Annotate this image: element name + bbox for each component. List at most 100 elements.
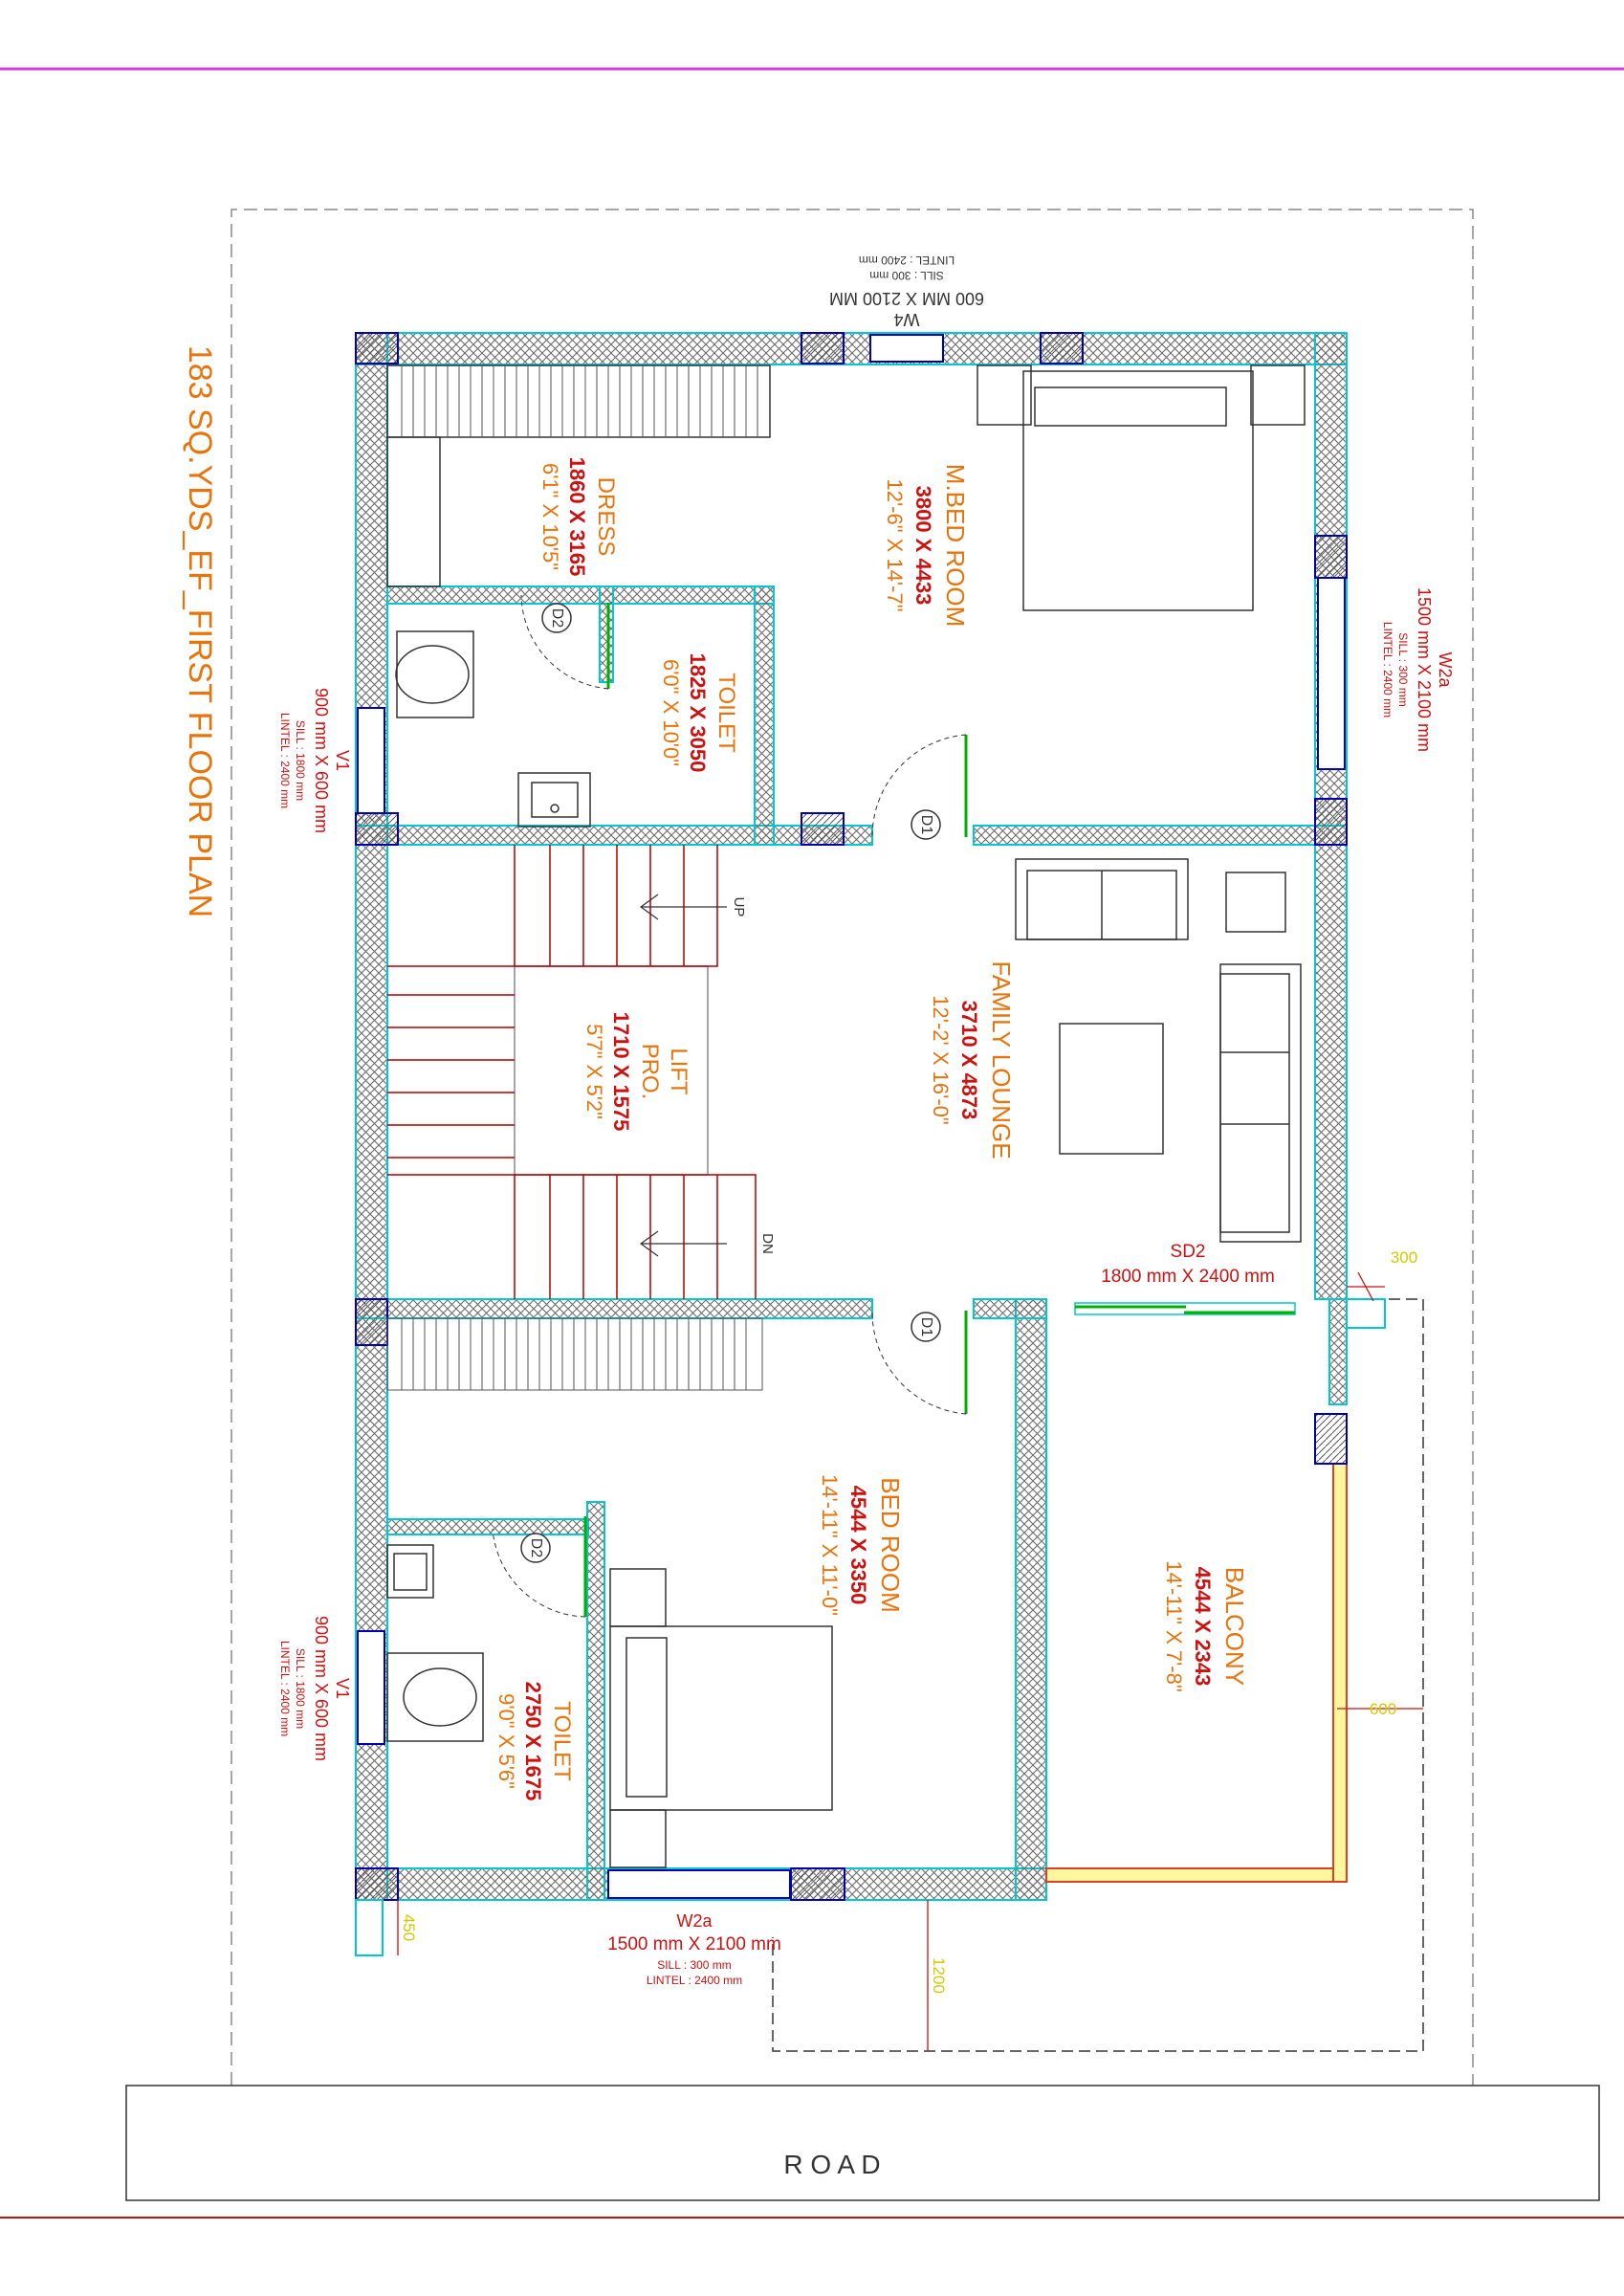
- opening-sill: SILL : 300 mm: [1396, 632, 1410, 707]
- toilet1-fixtures: [395, 630, 591, 828]
- door-tag-d2-label: D2: [549, 608, 565, 629]
- doors: [492, 594, 968, 1618]
- opening-size: 600 MM X 2100 MM: [829, 289, 984, 308]
- wall-toilet2-right: [586, 1501, 605, 1901]
- balcony-railing: [1045, 1867, 1348, 1883]
- room-size-mm: 4544 X 3350: [846, 1486, 870, 1605]
- balcony-railing-side: [1332, 1463, 1348, 1883]
- wall-cross-bottom-right: [973, 1298, 1047, 1319]
- room-size-ft: 5'7" X 5'2": [582, 1024, 606, 1119]
- opening-label-v1-bottom: V1 900 mm X 600 mm SILL : 1800 mm LINTEL…: [278, 1616, 352, 1761]
- column: [790, 1867, 845, 1901]
- dim-300: 300: [1391, 1248, 1417, 1267]
- room-name-2: PRO.: [637, 1044, 663, 1100]
- dimension-lines: [397, 1271, 1423, 2051]
- opening-label-sd2: SD2 1800 mm X 2400 mm: [1101, 1242, 1275, 1287]
- room-label-family-lounge: FAMILY LOUNGE 3710 X 4873 12'-2' X 16'-0…: [929, 960, 1016, 1159]
- door-tags: D1 D1 D2 D2: [520, 603, 941, 1563]
- lift-shaft: [514, 965, 709, 1176]
- projection-boundary: [772, 1298, 1424, 2052]
- wall-toilet2-top: [386, 1518, 589, 1535]
- opening-tag: V1: [333, 750, 352, 771]
- dim-600: 600: [1370, 1700, 1396, 1718]
- wall-balcony-right-stub: [1328, 1298, 1348, 1405]
- room-label-balcony: BALCONY 4544 X 2343 14'-11" X 7'-8": [1162, 1560, 1249, 1691]
- ac-ledge-bottom-left: [355, 1899, 384, 1956]
- column: [355, 332, 399, 364]
- window-v1-bottom: [357, 1630, 385, 1745]
- master-bed: [977, 364, 1306, 611]
- sliding-door-sd2: [1074, 1302, 1296, 1315]
- door-tag-d1-label: D1: [918, 1317, 934, 1337]
- room-label-toilet-1: TOILET 1825 X 3050 6'0" X 10'0": [659, 653, 739, 773]
- opening-label-w4: W4 600 MM X 2100 MM SILL : 300 mm LINTEL…: [829, 254, 984, 329]
- room-size-mm: 3710 X 4873: [957, 1001, 981, 1120]
- door-tag-d2: D2: [541, 603, 572, 633]
- opening-label-w2a-right: W2a 1500 mm X 2100 mm SILL : 300 mm LINT…: [1381, 587, 1455, 752]
- window-w2a-bottom: [607, 1869, 791, 1899]
- room-size-ft: 9'0" X 5'6": [494, 1693, 518, 1789]
- room-label-master-bedroom: M.BED ROOM 3800 X 4433 12'-6" X 14'-7": [883, 464, 970, 627]
- opening-tag: SD2: [1171, 1242, 1206, 1262]
- bedroom-bed: [609, 1568, 833, 1868]
- plot-boundary: [230, 209, 1474, 2086]
- opening-label-w2a-bottom: W2a 1500 mm X 2100 mm SILL : 300 mm LINT…: [607, 1911, 781, 1987]
- room-label-toilet-2: TOILET 2750 X 1675 9'0" X 5'6": [494, 1682, 575, 1801]
- room-name: M.BED ROOM: [941, 464, 970, 627]
- dim-1200: 1200: [930, 1957, 948, 1994]
- column: [1314, 798, 1348, 846]
- room-name: BED ROOM: [876, 1477, 905, 1613]
- opening-lintel: LINTEL : 2400 mm: [278, 1641, 292, 1736]
- dress-hanger-lines: [401, 365, 758, 437]
- dim-450: 450: [400, 1914, 418, 1941]
- windows: [357, 334, 1346, 1899]
- opening-tag: W2a: [676, 1911, 713, 1931]
- opening-sill: SILL : 300 mm: [869, 269, 944, 282]
- opening-lintel: LINTEL : 2400 mm: [647, 1974, 742, 1987]
- room-name: FAMILY LOUNGE: [987, 960, 1016, 1159]
- room-label-lift: LIFT PRO. 1710 X 1575 5'7" X 5'2": [582, 1012, 691, 1132]
- toilet2-fixtures: [386, 1544, 484, 1742]
- door-tag-d1: D1: [911, 1312, 941, 1342]
- opening-lintel: LINTEL : 2400 mm: [1381, 622, 1394, 718]
- wall-cross-bottom: [355, 1298, 873, 1319]
- opening-sill: SILL : 300 mm: [657, 1958, 732, 1972]
- room-name: BALCONY: [1220, 1567, 1249, 1686]
- column: [801, 812, 845, 846]
- room-size-mm: 4544 X 2343: [1191, 1567, 1215, 1687]
- opening-sill: SILL : 1800 mm: [294, 720, 307, 801]
- opening-label-v1-top: V1 900 mm X 600 mm SILL : 1800 mm LINTEL…: [278, 688, 352, 833]
- opening-lintel: LINTEL : 2400 mm: [859, 254, 955, 267]
- room-size-mm: 1710 X 1575: [609, 1012, 633, 1132]
- opening-size: 900 mm X 600 mm: [312, 688, 331, 833]
- room-size-mm: 3800 X 4433: [911, 486, 935, 606]
- window-w2a-right: [1317, 577, 1346, 770]
- room-name: TOILET: [549, 1701, 575, 1781]
- opening-tag: W2a: [1436, 651, 1455, 688]
- stair-up-label: UP: [731, 897, 747, 917]
- column: [1314, 535, 1348, 579]
- room-size-ft: 6'0" X 10'0": [659, 659, 683, 766]
- opening-size: 900 mm X 600 mm: [312, 1616, 331, 1761]
- door-tag-d2: D2: [520, 1533, 551, 1563]
- room-size-ft: 12'-2' X 16'-0": [929, 995, 953, 1124]
- opening-tag: W4: [894, 310, 920, 329]
- door-tag-d1: D1: [911, 809, 941, 840]
- room-name: LIFT: [666, 1048, 691, 1095]
- window-v1-top: [357, 707, 385, 814]
- wall-toilet1-top: [386, 585, 775, 605]
- column: [801, 332, 845, 364]
- lounge-furniture: [1015, 858, 1302, 1243]
- room-size-ft: 6'1" X 10'5": [538, 463, 562, 570]
- opening-lintel: LINTEL : 2400 mm: [278, 713, 292, 808]
- ac-ledge-top-right: [1346, 1298, 1386, 1329]
- room-size-mm: 1860 X 3165: [565, 457, 589, 577]
- room-size-ft: 14'-11" X 7'-8": [1162, 1560, 1186, 1691]
- door-tag-d2-label: D2: [528, 1538, 544, 1558]
- column: [355, 1867, 399, 1901]
- opening-size: 1800 mm X 2400 mm: [1101, 1267, 1275, 1287]
- wall-toilet1-mid: [599, 585, 614, 683]
- wall-top: [355, 332, 1348, 365]
- road: [125, 2085, 1600, 2201]
